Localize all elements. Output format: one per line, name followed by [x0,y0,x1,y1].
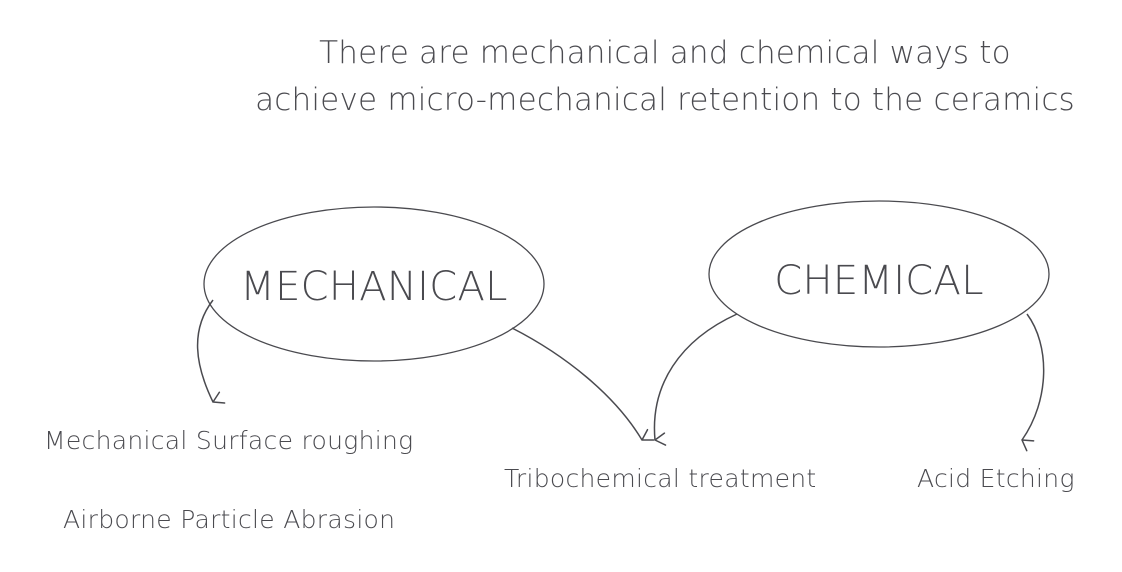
title-line-2: achieve micro-mechanical retention to th… [255,82,1075,118]
arrow-mechanical-to-tribochemical [511,327,655,441]
chemical-label: CHEMICAL [774,258,984,304]
title-line-1: There are mechanical and chemical ways t… [319,35,1011,71]
arrow-chemical-to-tribochemical [653,313,738,446]
leaf-surface-roughing: Mechanical Surface roughing [44,426,414,455]
mechanical-label: MECHANICAL [240,264,508,310]
leaf-airborne-abrasion: Airborne Particle Abrasion [63,505,396,534]
leaf-acid-etching: Acid Etching [917,464,1075,493]
mechanical-ellipse [203,206,545,362]
diagram-title: There are mechanical and chemical ways t… [250,30,1080,124]
arrow-chemical-to-acid-etching [1021,313,1045,452]
chemical-ellipse [708,200,1050,348]
arrow-mechanical-to-surface-roughing [196,299,226,404]
leaf-tribochemical: Tribochemical treatment [504,464,817,493]
